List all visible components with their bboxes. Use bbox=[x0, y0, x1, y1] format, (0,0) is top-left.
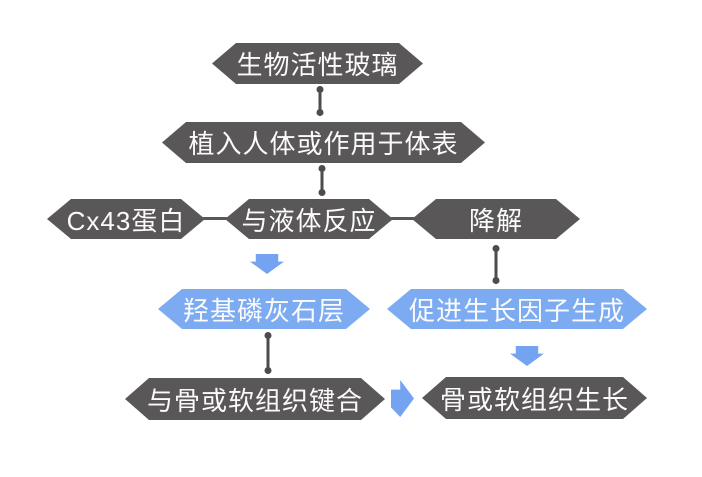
node-cx43-protein: Cx43蛋白 bbox=[47, 199, 205, 239]
connector-dot bbox=[264, 367, 271, 374]
connector-dot bbox=[316, 109, 323, 116]
connector-degrade-growthfactor bbox=[492, 245, 499, 284]
right-arrow-icon bbox=[391, 380, 414, 417]
connector-bioglass-implant bbox=[316, 86, 323, 116]
connector-line bbox=[266, 335, 269, 371]
down-arrow-icon bbox=[250, 254, 284, 274]
node-growth-factor: 促进生长因子生成 bbox=[387, 289, 647, 329]
connector-implant-react bbox=[318, 165, 325, 196]
node-react-liquid: 与液体反应 bbox=[225, 199, 393, 239]
connector-dot bbox=[492, 277, 499, 284]
link-react-degrade bbox=[391, 217, 414, 220]
connector-dot bbox=[318, 189, 325, 196]
node-tissue-growth: 骨或软组织生长 bbox=[422, 377, 647, 419]
connector-line bbox=[318, 89, 321, 113]
node-bioactive-glass: 生物活性玻璃 bbox=[212, 43, 423, 84]
connector-line bbox=[320, 168, 323, 193]
node-bond-tissue: 与骨或软组织键合 bbox=[125, 378, 385, 420]
node-ha-layer: 羟基磷灰石层 bbox=[158, 289, 370, 329]
link-cx43-react bbox=[203, 217, 227, 220]
connector-line bbox=[494, 248, 497, 281]
node-degrade: 降解 bbox=[412, 199, 580, 239]
connector-halayer-bond bbox=[264, 332, 271, 374]
down-arrow-icon bbox=[510, 346, 544, 366]
node-implant-body: 植入人体或作用于体表 bbox=[162, 122, 485, 163]
